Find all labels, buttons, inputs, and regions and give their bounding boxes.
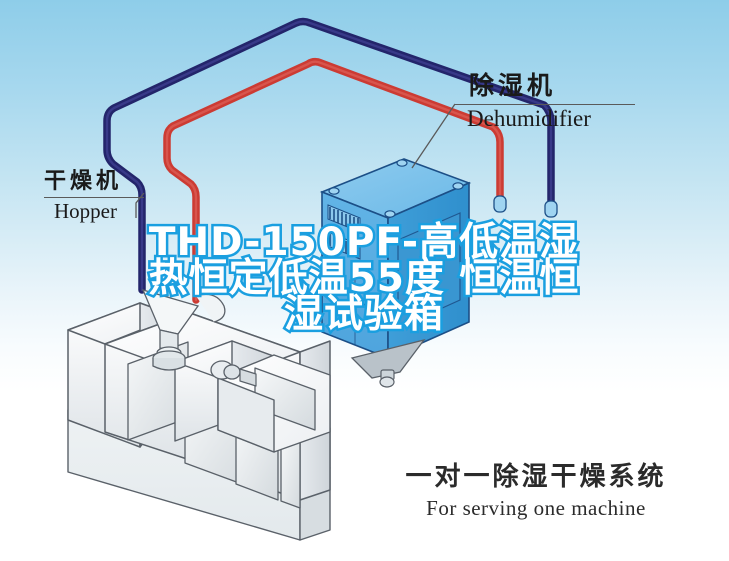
label-dehumidifier-rule [455, 104, 635, 105]
dehumidifier-unit [319, 158, 558, 388]
vent-louvers [327, 204, 361, 260]
label-hopper: 干燥机 Hopper [44, 163, 144, 224]
label-hopper-en: Hopper [54, 199, 117, 223]
hot-air-pipe [163, 57, 504, 304]
feed-funnel [141, 288, 226, 371]
caption-cn: 一对一除湿干燥系统 [405, 462, 667, 492]
return-air-pipe [103, 17, 555, 294]
system-caption: 一对一除湿干燥系统 For serving one machine [400, 456, 672, 521]
label-hopper-rule [44, 197, 144, 198]
caption-en: For serving one machine [426, 496, 646, 520]
hopper-leader-line [135, 192, 145, 218]
label-dehumidifier-en: Dehumidifier [467, 106, 591, 131]
pipe-inlet-collars [493, 195, 558, 218]
label-dehumidifier-cn: 除湿机 [469, 71, 557, 100]
injection-molding-machine [67, 302, 331, 541]
label-hopper-cn: 干燥机 [44, 169, 123, 194]
dehumidifier-leader-line [411, 103, 456, 169]
label-dehumidifier: 除湿机 Dehumidifier [455, 66, 635, 132]
